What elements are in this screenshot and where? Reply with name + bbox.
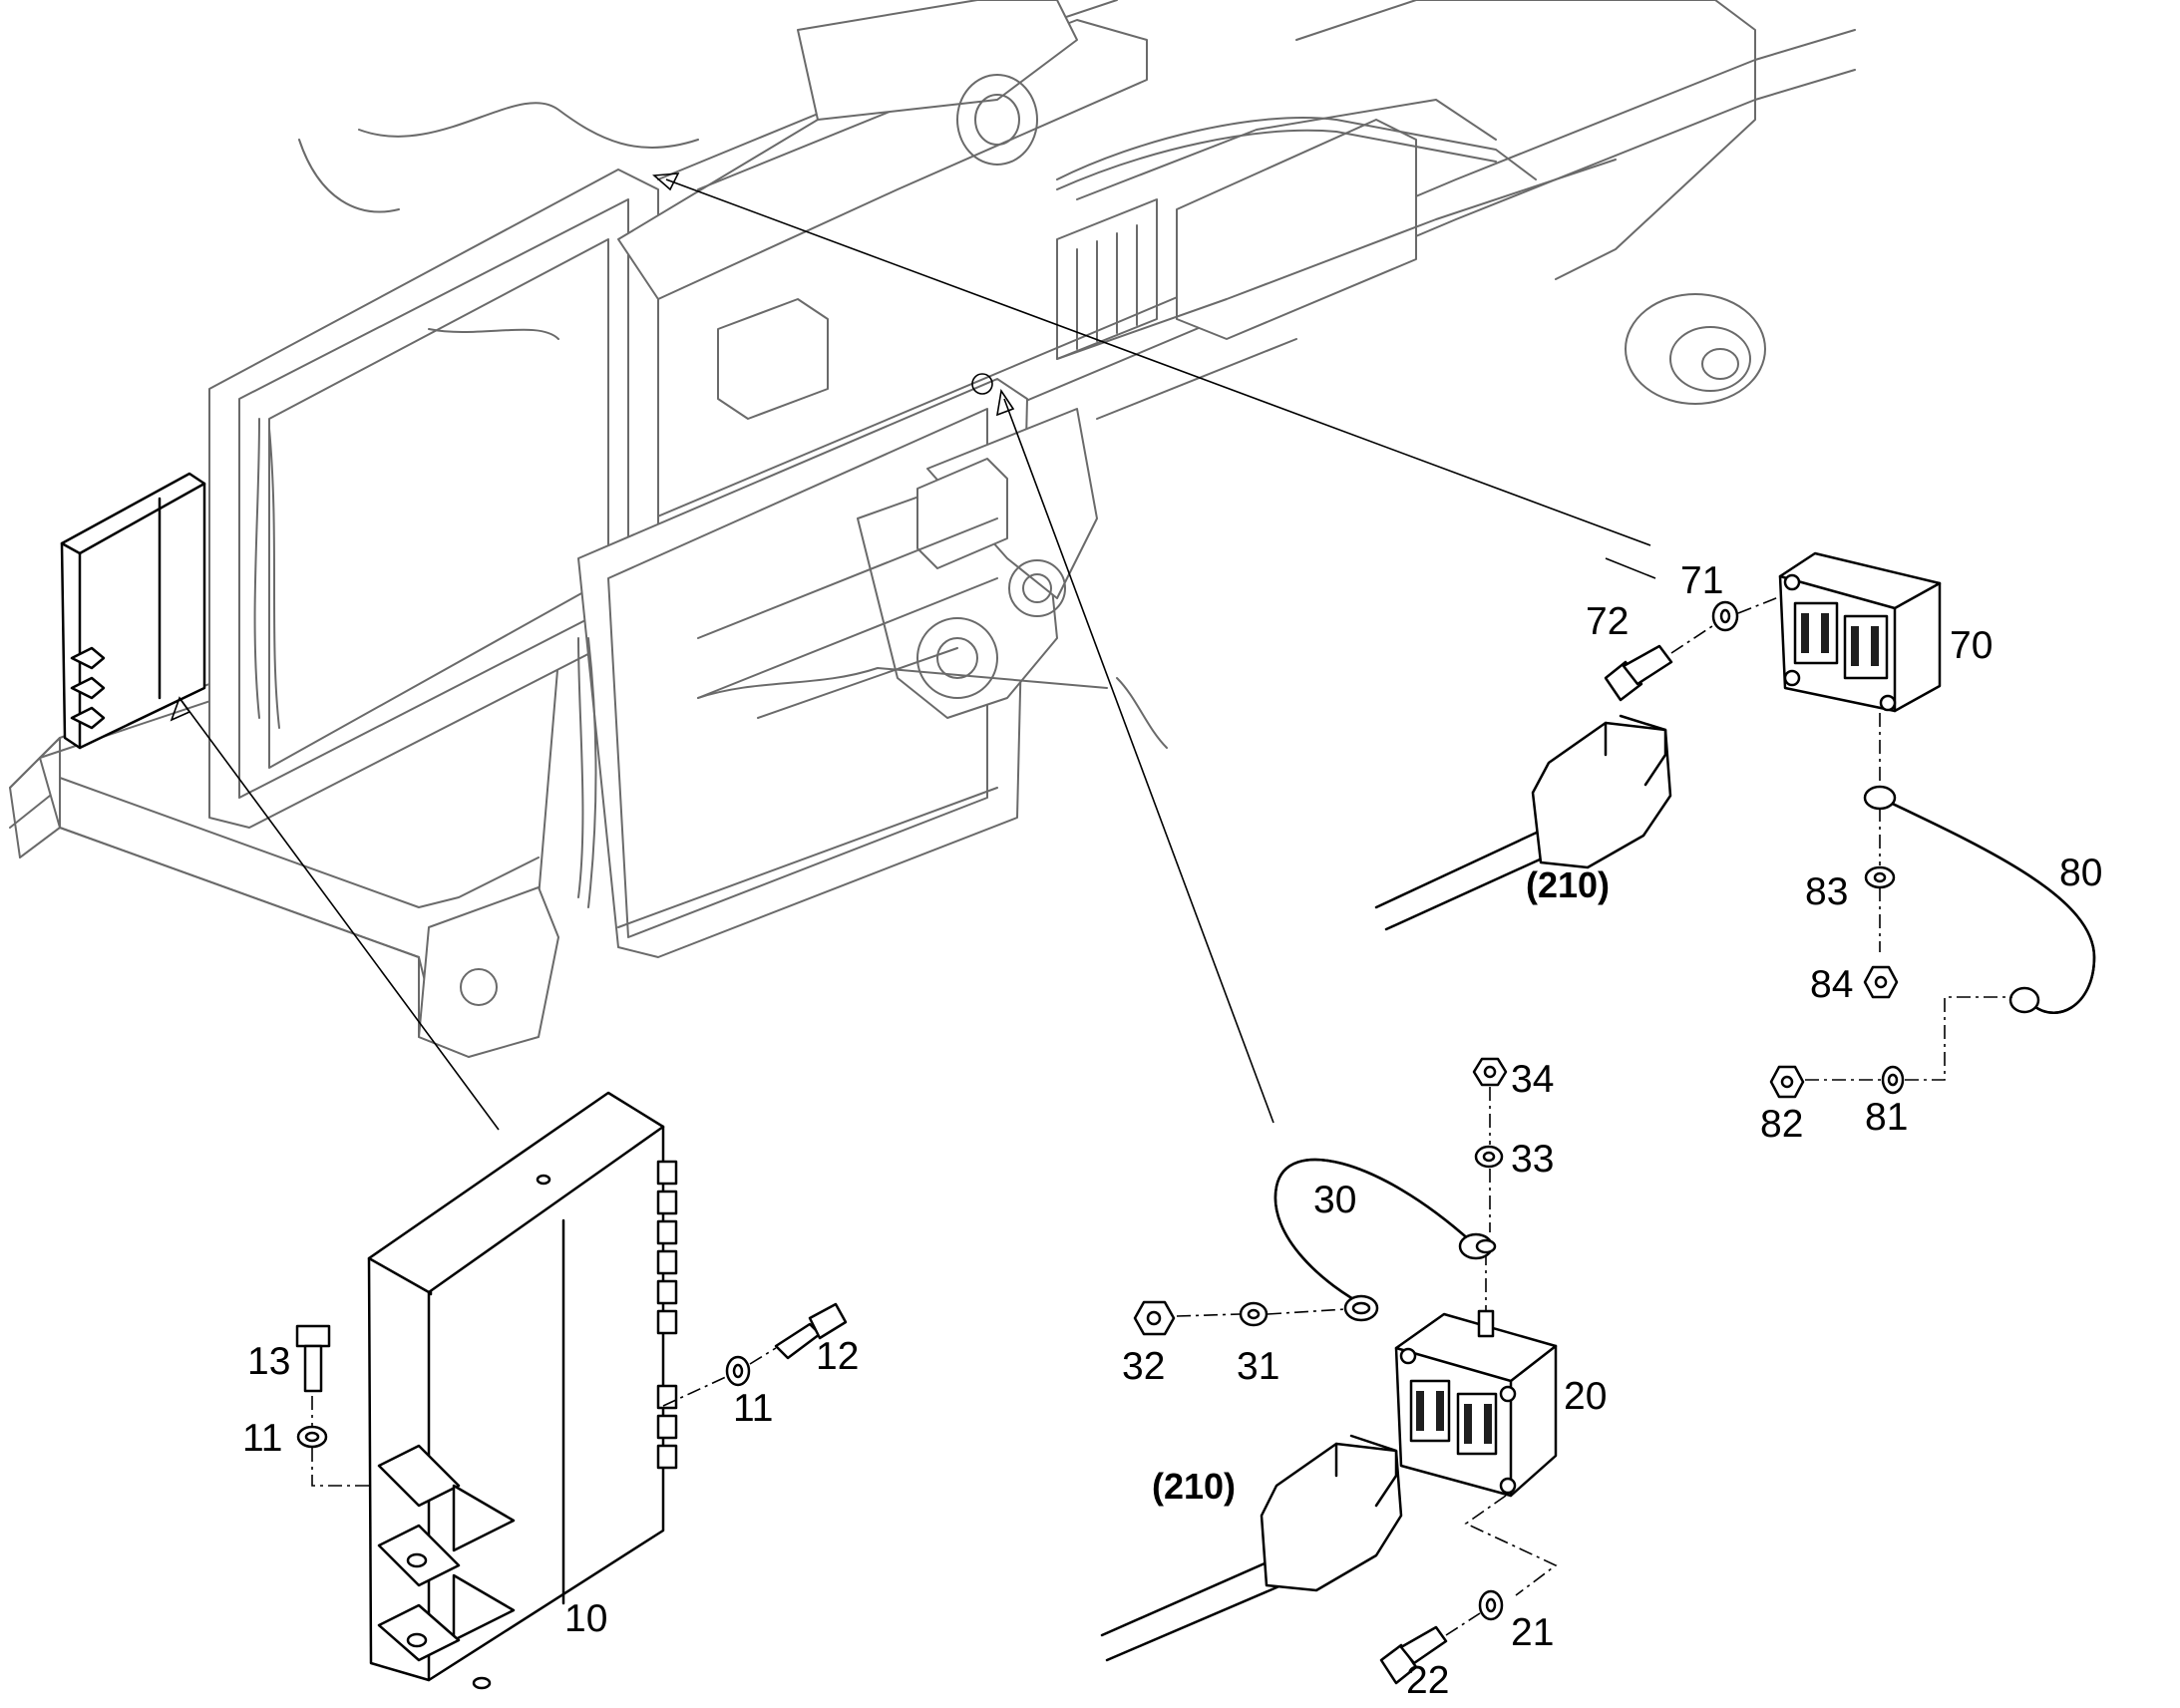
ground-cable-30[interactable] bbox=[1273, 1158, 1497, 1322]
bolt-22[interactable] bbox=[1379, 1625, 1448, 1685]
nut-82[interactable] bbox=[1769, 1065, 1805, 1099]
connector-module-20[interactable] bbox=[1394, 1309, 1558, 1498]
nut-32[interactable] bbox=[1133, 1300, 1176, 1336]
callout-20: 20 bbox=[1564, 1375, 1607, 1418]
ecu-connector-pins bbox=[656, 1160, 678, 1470]
callout-83: 83 bbox=[1805, 870, 1848, 913]
callout-22: 22 bbox=[1406, 1659, 1449, 1702]
callout-labels: 10 11 11 12 13 20 21 22 30 31 32 33 34 7… bbox=[242, 559, 2102, 1702]
callout-71: 71 bbox=[1680, 559, 1723, 602]
ground-cable-80[interactable] bbox=[1863, 785, 2096, 1014]
callout-10: 10 bbox=[564, 1597, 607, 1640]
bolt-12[interactable] bbox=[774, 1302, 848, 1360]
callout-34: 34 bbox=[1511, 1058, 1554, 1101]
callout-31: 31 bbox=[1237, 1345, 1279, 1388]
callout-13: 13 bbox=[247, 1340, 290, 1383]
callout-30: 30 bbox=[1313, 1179, 1356, 1221]
harness-ref-210-lower: (210) bbox=[1152, 1466, 1236, 1507]
washer-83[interactable] bbox=[1864, 865, 1896, 889]
callout-81: 81 bbox=[1865, 1096, 1908, 1139]
harness-ref-210-upper: (210) bbox=[1526, 864, 1610, 905]
chassis-frame-drawing bbox=[9, 0, 1856, 1058]
callout-72: 72 bbox=[1586, 600, 1629, 643]
callout-33: 33 bbox=[1511, 1138, 1554, 1181]
washer-31[interactable] bbox=[1239, 1301, 1269, 1327]
callout-84: 84 bbox=[1810, 963, 1853, 1006]
nut-84[interactable] bbox=[1863, 965, 1899, 999]
washer-11-left[interactable] bbox=[296, 1425, 328, 1449]
callout-12: 12 bbox=[816, 1335, 859, 1378]
callout-11-right: 11 bbox=[733, 1387, 774, 1430]
callout-70: 70 bbox=[1950, 624, 1993, 667]
harness-connector-210-lower bbox=[1100, 1434, 1403, 1662]
nut-34[interactable] bbox=[1472, 1057, 1508, 1087]
bolt-72[interactable] bbox=[1604, 644, 1673, 702]
callout-80: 80 bbox=[2059, 852, 2102, 894]
callout-11-left: 11 bbox=[242, 1417, 283, 1460]
callout-32: 32 bbox=[1122, 1345, 1165, 1388]
washer-81[interactable] bbox=[1881, 1065, 1905, 1095]
washer-33[interactable] bbox=[1474, 1145, 1504, 1169]
connector-module-70[interactable] bbox=[1778, 551, 1942, 713]
harness-connector-210-upper bbox=[1374, 714, 1672, 931]
ecu-installed-small bbox=[60, 472, 206, 750]
callout-21: 21 bbox=[1511, 1611, 1554, 1654]
washer-21[interactable] bbox=[1478, 1589, 1504, 1621]
leader-lines bbox=[170, 172, 1656, 1131]
callout-82: 82 bbox=[1760, 1103, 1803, 1146]
washer-11-right[interactable] bbox=[725, 1355, 751, 1387]
electronic-control-unit[interactable] bbox=[367, 1091, 678, 1690]
washer-71[interactable] bbox=[1711, 600, 1739, 632]
bolt-13[interactable] bbox=[295, 1324, 331, 1393]
